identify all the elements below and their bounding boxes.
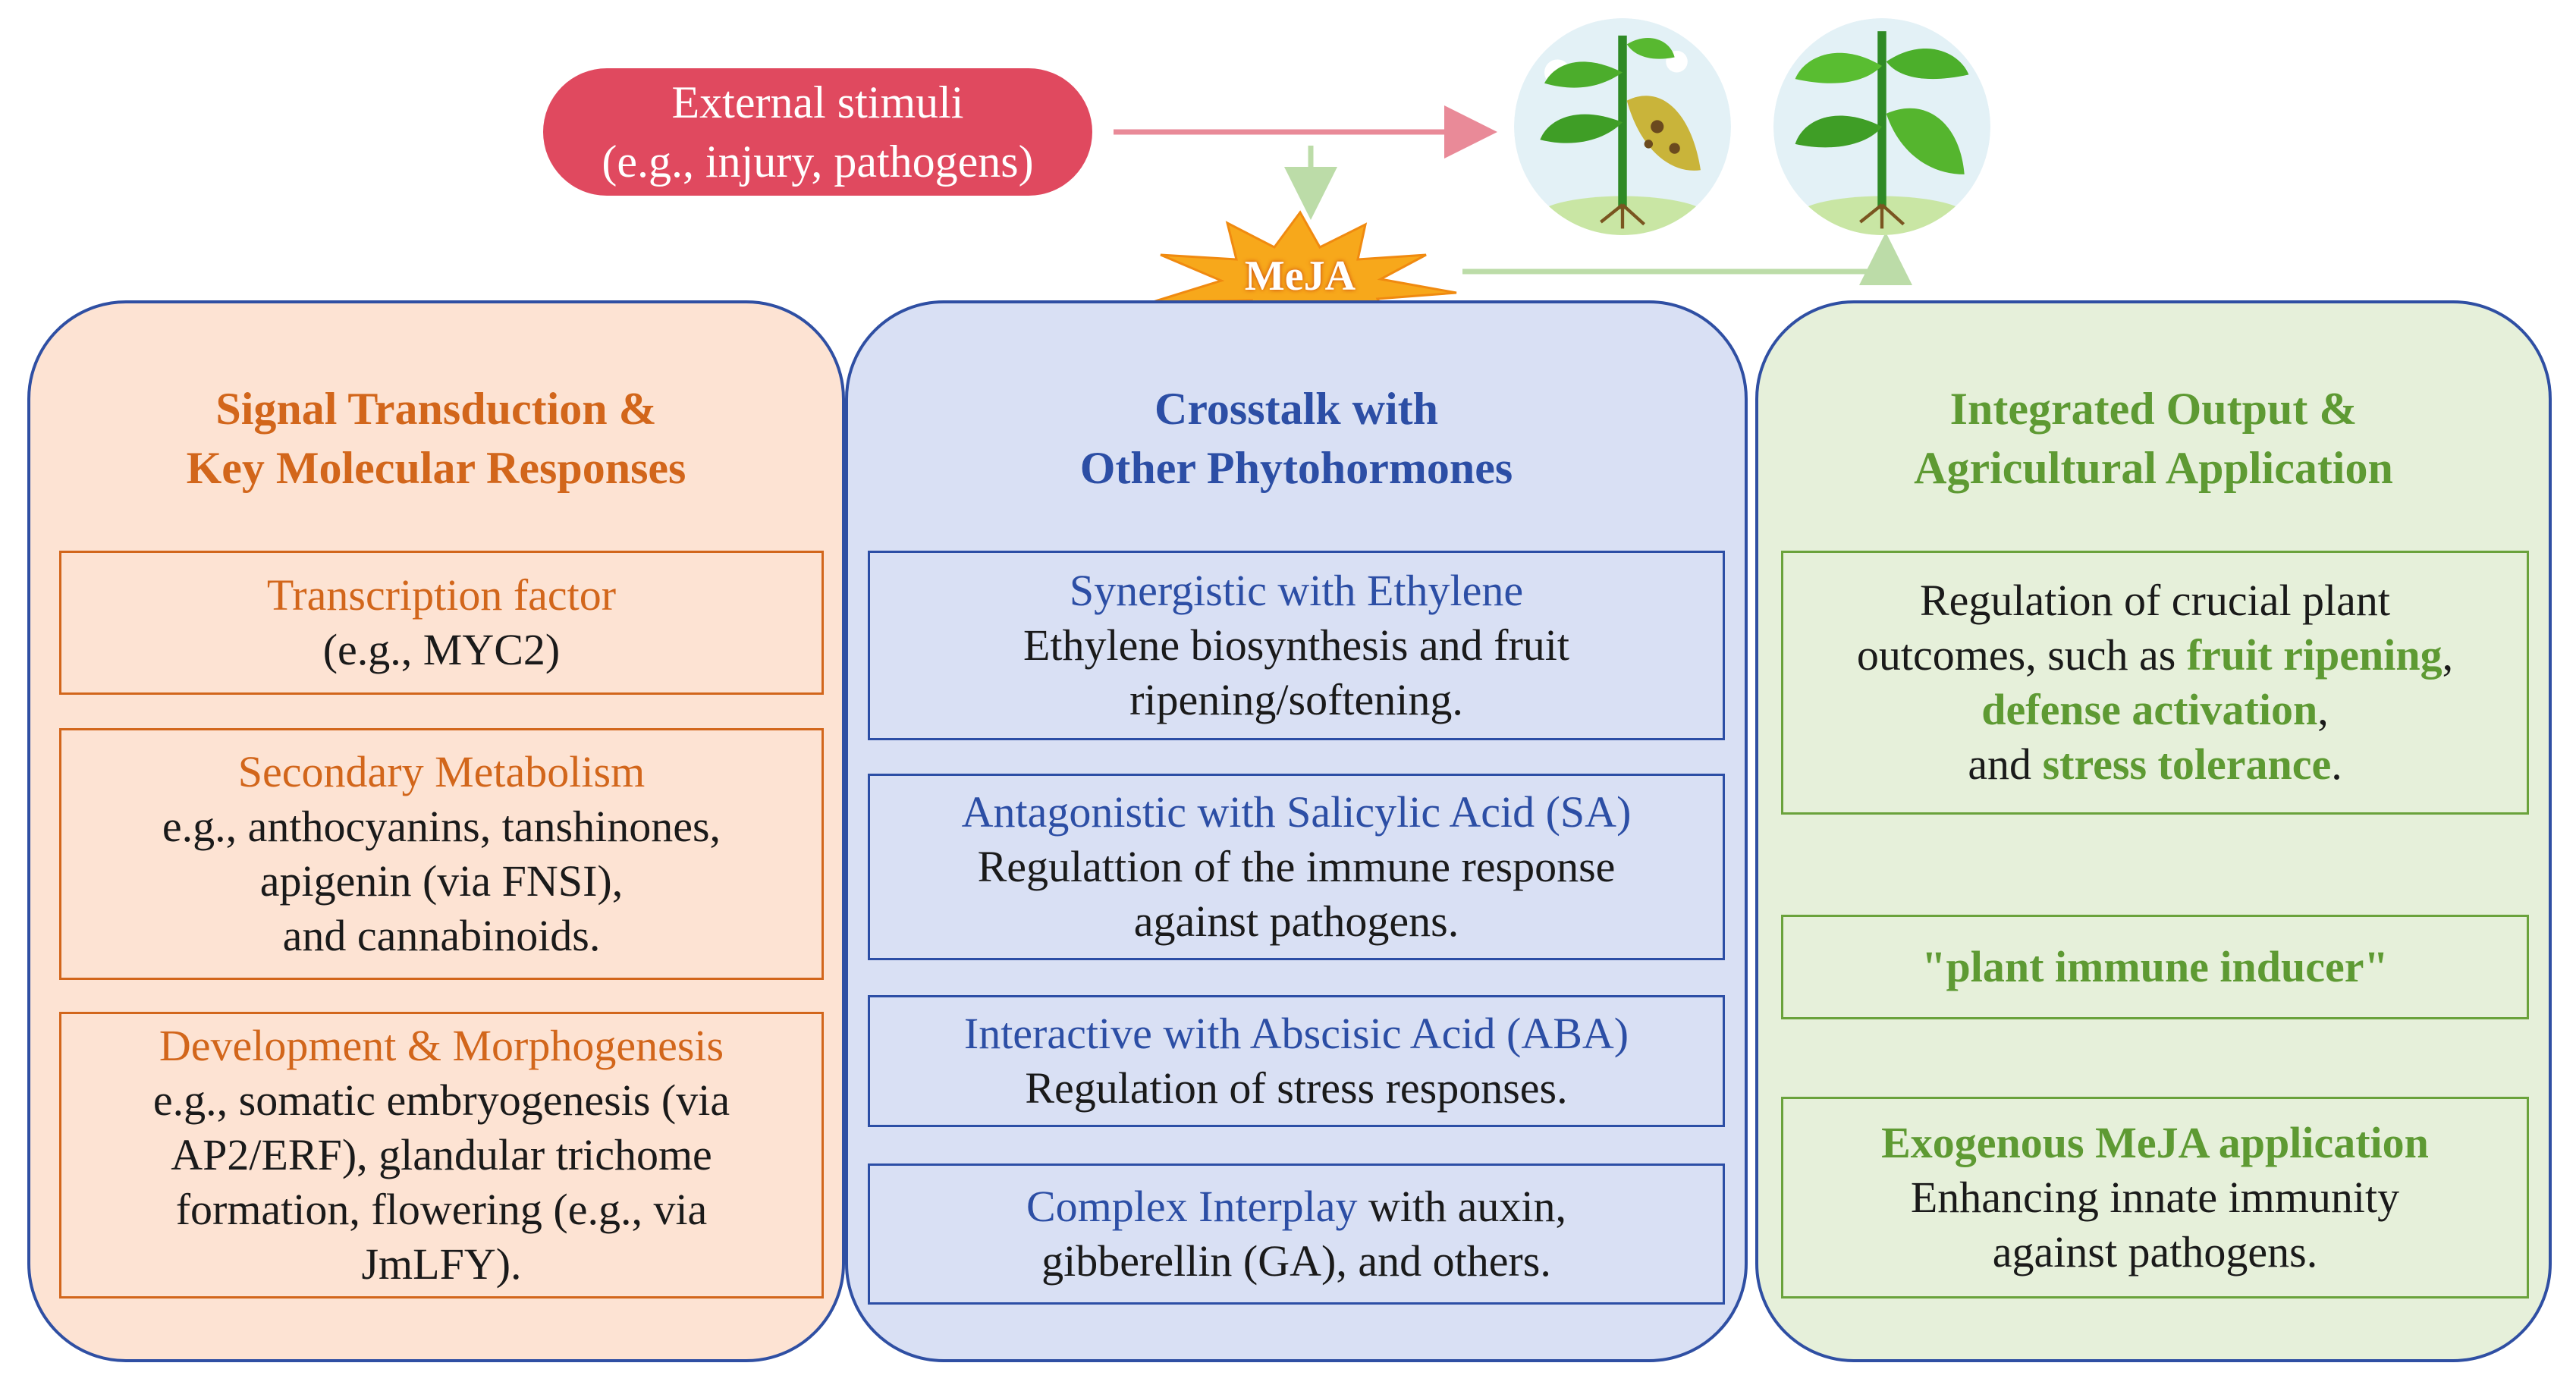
salicylic-acid-box: Antagonistic with Salicylic Acid (SA) Re… [868,774,1725,960]
stimuli-line-2: (e.g., injury, pathogens) [602,137,1034,187]
exogenous-meja-box: Exogenous MeJA application Enhancing inn… [1781,1097,2529,1299]
diseased-plant-icon [1514,18,1731,235]
integrated-output-title: Integrated Output & Agricultural Applica… [1914,384,2393,493]
crosstalk-panel: Crosstalk with Other Phytohormones Syner… [845,300,1748,1362]
signal-transduction-panel: Signal Transduction & Key Molecular Resp… [27,300,845,1362]
signal-transduction-title: Signal Transduction & Key Molecular Resp… [186,384,686,493]
development-morphogenesis-box: Development & Morphogenesis e.g., somati… [59,1012,824,1299]
secondary-metabolism-box: Secondary Metabolism e.g., anthocyanins,… [59,728,824,980]
complex-interplay-box: Complex Interplay with auxin, gibberelli… [868,1163,1725,1305]
external-stimuli-node: External stimuli (e.g., injury, pathogen… [543,68,1092,196]
meja-to-plant-arrow [1462,232,1912,285]
plant-immune-inducer-box: "plant immune inducer" [1781,915,2529,1019]
healthy-plant-icon [1773,18,1990,235]
crosstalk-title: Crosstalk with Other Phytohormones [1079,384,1513,493]
abscisic-acid-box: Interactive with Abscisic Acid (ABA) Reg… [868,995,1725,1127]
meja-label: MeJA [1244,253,1356,300]
stimuli-line-1: External stimuli [671,77,964,127]
integrated-output-panel: Integrated Output & Agricultural Applica… [1755,300,2552,1362]
plant-outcomes-box: Regulation of crucial plant outcomes, su… [1781,551,2529,815]
transcription-factor-box: Transcription factor (e.g., MYC2) [59,551,824,695]
ethylene-box: Synergistic with Ethylene Ethylene biosy… [868,551,1725,740]
